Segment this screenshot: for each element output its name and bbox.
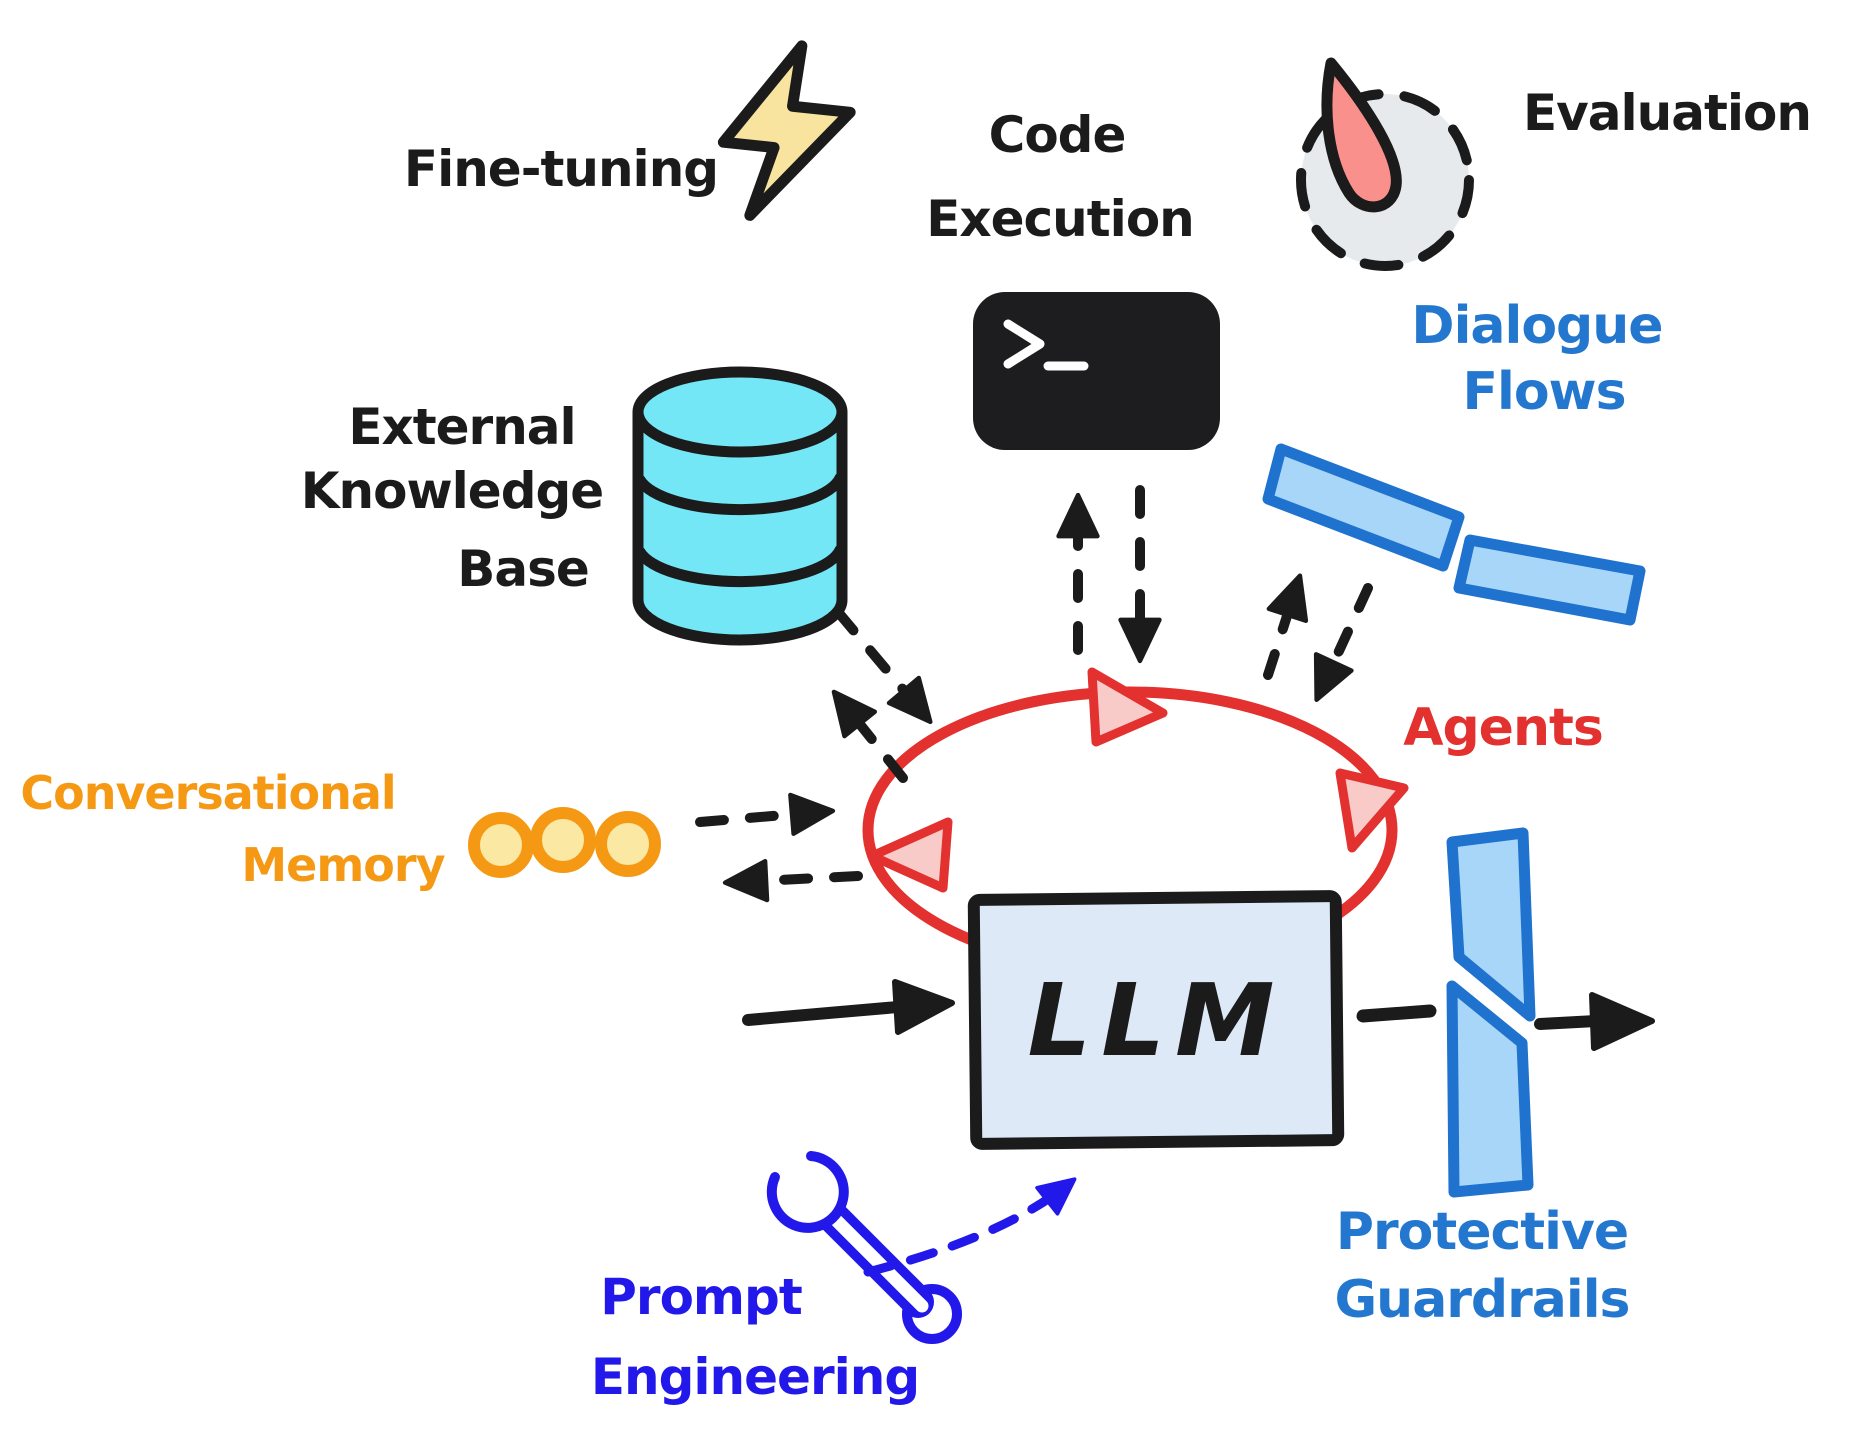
prompt-to-llm-arrow: [863, 1177, 1077, 1277]
external-kb-label-line2: Knowledge: [300, 462, 604, 520]
prompt-engineering-label-line1: Prompt: [600, 1268, 802, 1326]
external-kb-label-line3: Base: [457, 540, 590, 598]
input-arrow: [742, 979, 955, 1035]
cycle-arrowhead-left: [867, 817, 953, 893]
prompt-engineering-label-line2: Engineering: [590, 1348, 920, 1406]
code-execution-label-line1: Code: [988, 106, 1127, 164]
cycle-arrowhead-right: [1335, 768, 1409, 853]
dialogue-flows-icon: [1262, 443, 1646, 626]
agents-label: Agents: [1403, 698, 1604, 758]
terminal-prompt-glyph: [1003, 319, 1089, 371]
memory-loop-arrows: [695, 792, 863, 903]
dialogue-loop-arrows: [1263, 573, 1373, 702]
database-icon: [632, 366, 848, 646]
protective-guardrails-label-line2: Guardrails: [1334, 1270, 1631, 1330]
fine-tuning-label: Fine-tuning: [403, 140, 719, 198]
wrench-icon: [766, 1151, 962, 1344]
code-exec-loop-arrows: [1056, 485, 1162, 664]
guardrails-icon: [1446, 827, 1536, 1198]
conversational-memory-label-line1: Conversational: [20, 766, 396, 820]
terminal-icon: [973, 292, 1220, 450]
gauge-icon: [1296, 57, 1474, 271]
kb-loop-arrows: [831, 607, 933, 783]
cycle-arrowhead-top: [1087, 667, 1168, 747]
code-execution-label-line2: Execution: [926, 190, 1195, 248]
three-dots-icon: [468, 807, 661, 878]
evaluation-label: Evaluation: [1523, 84, 1812, 142]
gauge-needle: [1321, 57, 1402, 213]
external-kb-label-line1: External: [348, 398, 576, 456]
protective-guardrails-label-line1: Protective: [1335, 1202, 1629, 1262]
output-dash: [1356, 1004, 1437, 1023]
lightning-bolt-icon: [717, 40, 856, 221]
llm-box: [967, 890, 1345, 1150]
output-arrow: [1534, 992, 1655, 1051]
llm-label: LLM: [1027, 961, 1285, 1079]
conversational-memory-label-line2: Memory: [241, 838, 445, 892]
dialogue-flows-label-line1: Dialogue: [1411, 296, 1663, 356]
dialogue-flows-label-line2: Flows: [1462, 362, 1626, 422]
